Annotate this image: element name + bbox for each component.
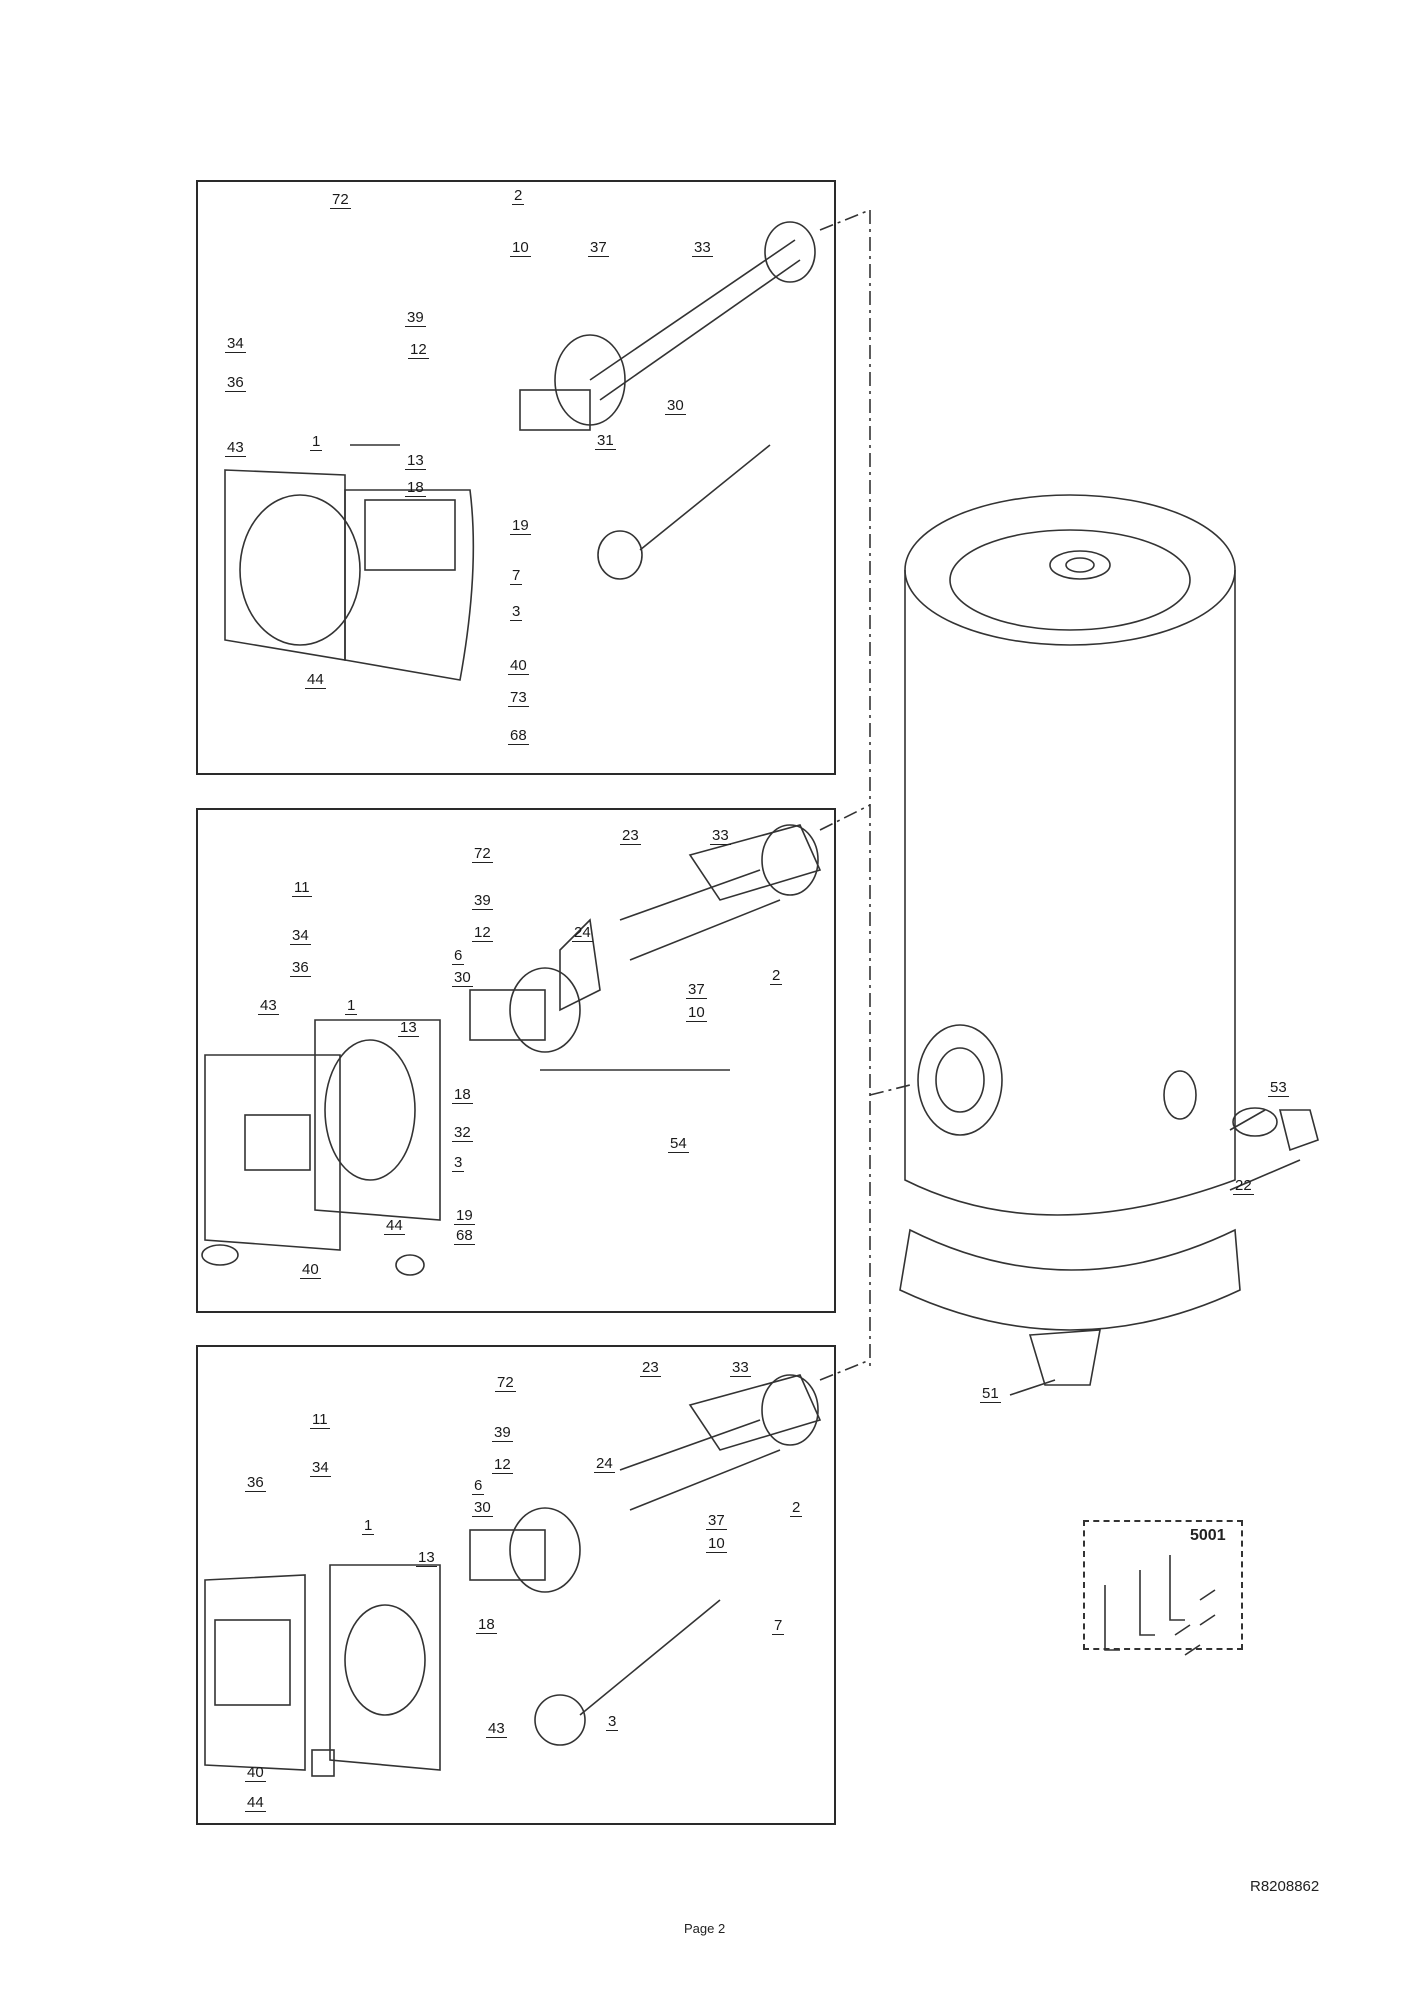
label-11: 11 <box>310 1411 330 1429</box>
label-10: 10 <box>510 239 531 257</box>
label-7: 7 <box>772 1617 785 1635</box>
kit-brackets <box>1104 1555 1216 1656</box>
label-6: 6 <box>472 1477 485 1495</box>
label-7: 7 <box>510 567 523 585</box>
label-37: 37 <box>588 239 609 257</box>
label-24: 24 <box>572 924 593 942</box>
label-33: 33 <box>710 827 731 845</box>
label-12: 12 <box>472 924 493 942</box>
label-36: 36 <box>225 374 246 392</box>
heater-assembly-top <box>224 221 816 681</box>
label-11: 11 <box>292 879 312 897</box>
panel-middle <box>196 808 836 1313</box>
label-37: 37 <box>686 981 707 999</box>
label-72: 72 <box>495 1374 516 1392</box>
label-1: 1 <box>345 997 358 1015</box>
label-39: 39 <box>405 309 426 327</box>
label-1: 1 <box>362 1517 375 1535</box>
label-2: 2 <box>770 967 783 985</box>
panel-top <box>196 180 836 775</box>
label-24: 24 <box>594 1455 615 1473</box>
label-18: 18 <box>405 479 426 497</box>
label-36: 36 <box>245 1474 266 1492</box>
label-43: 43 <box>486 1720 507 1738</box>
label-44: 44 <box>384 1217 405 1235</box>
label-43: 43 <box>258 997 279 1015</box>
label-39: 39 <box>492 1424 513 1442</box>
label-3: 3 <box>510 603 523 621</box>
label-3: 3 <box>606 1713 619 1731</box>
label-44: 44 <box>305 671 326 689</box>
label-68: 68 <box>508 727 529 745</box>
label-72: 72 <box>472 845 493 863</box>
label-34: 34 <box>290 927 311 945</box>
label-54: 54 <box>668 1135 689 1153</box>
label-6: 6 <box>452 947 465 965</box>
label-32: 32 <box>452 1124 473 1142</box>
label-2: 2 <box>790 1499 803 1517</box>
label-10: 10 <box>706 1535 727 1553</box>
label-13: 13 <box>416 1549 437 1567</box>
label-44: 44 <box>245 1794 266 1812</box>
label-1: 1 <box>310 433 323 451</box>
label-31: 31 <box>595 432 616 450</box>
label-23: 23 <box>640 1359 661 1377</box>
label-37: 37 <box>706 1512 727 1530</box>
label-18: 18 <box>452 1086 473 1104</box>
label-30: 30 <box>452 969 473 987</box>
label-12: 12 <box>492 1456 513 1474</box>
label-34: 34 <box>225 335 246 353</box>
heater-assembly-middle <box>201 824 822 1276</box>
label-36: 36 <box>290 959 311 977</box>
label-34: 34 <box>310 1459 331 1477</box>
label-23: 23 <box>620 827 641 845</box>
kit-label: 5001 <box>1190 1527 1226 1544</box>
label-13: 13 <box>405 452 426 470</box>
page-number: Page 2 <box>684 1921 726 1936</box>
label-12: 12 <box>408 341 429 359</box>
label-18: 18 <box>476 1616 497 1634</box>
kit-box-5001 <box>1083 1520 1243 1650</box>
label-3: 3 <box>452 1154 465 1172</box>
label-43: 43 <box>225 439 246 457</box>
heater-assembly-bottom <box>204 1374 822 1777</box>
reference-code: R8208862 <box>1250 1878 1320 1895</box>
label-51: 51 <box>980 1385 1001 1403</box>
label-72: 72 <box>330 191 351 209</box>
label-33: 33 <box>692 239 713 257</box>
label-33: 33 <box>730 1359 751 1377</box>
label-13: 13 <box>398 1019 419 1037</box>
label-73: 73 <box>508 689 529 707</box>
label-30: 30 <box>665 397 686 415</box>
label-68: 68 <box>454 1227 475 1245</box>
label-40: 40 <box>245 1764 266 1782</box>
label-2: 2 <box>512 187 525 205</box>
label-22: 22 <box>1233 1177 1254 1195</box>
label-10: 10 <box>686 1004 707 1022</box>
label-39: 39 <box>472 892 493 910</box>
label-19: 19 <box>454 1207 475 1225</box>
water-tank <box>899 494 1319 1386</box>
label-40: 40 <box>300 1261 321 1279</box>
panel-bottom <box>196 1345 836 1825</box>
label-53: 53 <box>1268 1079 1289 1097</box>
label-40: 40 <box>508 657 529 675</box>
label-30: 30 <box>472 1499 493 1517</box>
label-19: 19 <box>510 517 531 535</box>
